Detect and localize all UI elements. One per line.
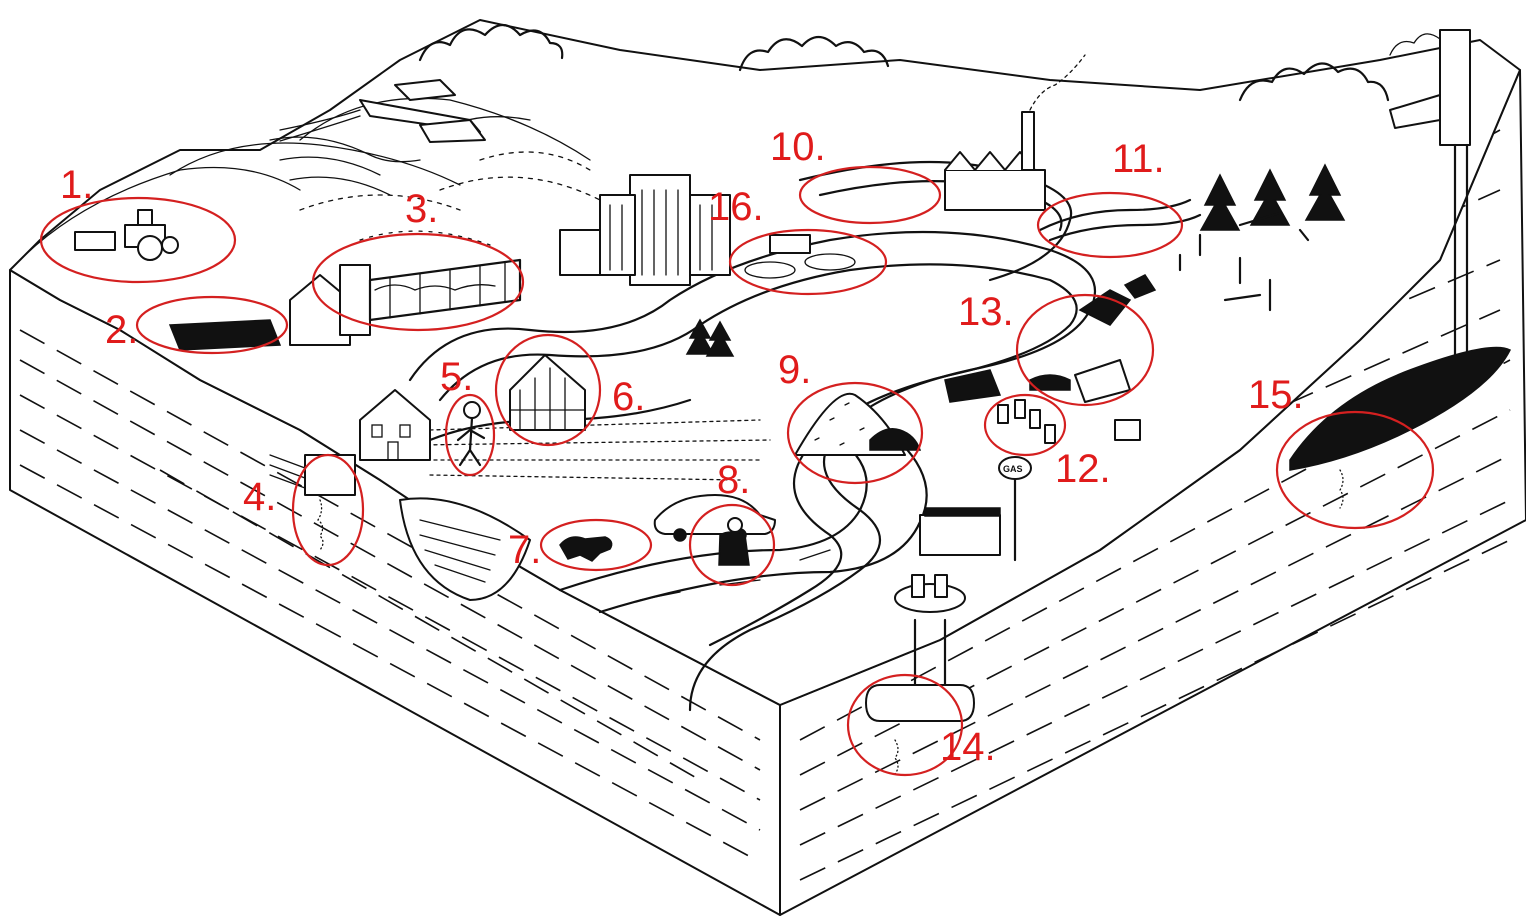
tower-2 bbox=[600, 195, 635, 275]
label-10: 10. bbox=[770, 125, 826, 169]
label-3: 3. bbox=[405, 187, 438, 231]
label-11: 11. bbox=[1112, 137, 1165, 181]
pump-island bbox=[895, 584, 965, 612]
label-7: 7. bbox=[508, 528, 541, 572]
label-12: 12. bbox=[1055, 447, 1111, 491]
label-2: 2. bbox=[105, 308, 138, 352]
label-8: 8. bbox=[717, 458, 750, 502]
label-4: 4. bbox=[243, 475, 276, 519]
tower-1 bbox=[630, 175, 690, 285]
label-9: 9. bbox=[778, 348, 811, 392]
label-14: 14. bbox=[940, 725, 996, 769]
tower-4 bbox=[560, 230, 600, 275]
label-13: 13. bbox=[958, 290, 1014, 334]
label-16: 16. bbox=[708, 185, 764, 229]
label-5: 5. bbox=[440, 355, 473, 399]
label-15: 15. bbox=[1248, 373, 1304, 417]
gas-sign-text: GAS bbox=[1003, 464, 1023, 474]
label-6: 6. bbox=[612, 375, 645, 419]
label-1: 1. bbox=[60, 163, 93, 207]
